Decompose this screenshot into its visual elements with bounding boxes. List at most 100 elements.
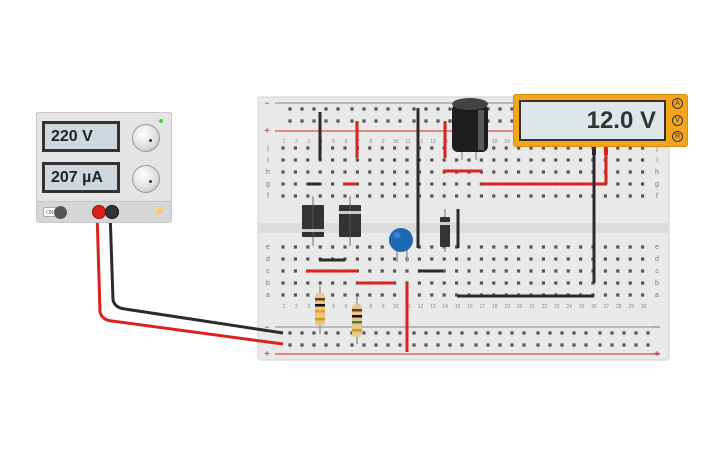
- breadboard-hole[interactable]: [393, 194, 397, 198]
- breadboard-hole[interactable]: [634, 343, 638, 347]
- breadboard-hole[interactable]: [628, 269, 632, 273]
- breadboard-hole[interactable]: [566, 170, 570, 174]
- breadboard-hole[interactable]: [293, 245, 297, 249]
- breadboard-hole[interactable]: [479, 257, 483, 261]
- breadboard-hole[interactable]: [634, 331, 638, 335]
- breadboard-hole[interactable]: [616, 170, 620, 174]
- breadboard-hole[interactable]: [517, 158, 521, 162]
- breadboard-hole[interactable]: [380, 245, 384, 249]
- breadboard-hole[interactable]: [424, 343, 428, 347]
- breadboard-hole[interactable]: [281, 194, 285, 198]
- breadboard-hole[interactable]: [368, 245, 372, 249]
- breadboard-hole[interactable]: [393, 170, 397, 174]
- breadboard-hole[interactable]: [628, 182, 632, 186]
- breadboard-hole[interactable]: [393, 269, 397, 273]
- breadboard-hole[interactable]: [603, 281, 607, 285]
- breadboard-hole[interactable]: [374, 343, 378, 347]
- voltage-knob[interactable]: [132, 124, 160, 152]
- breadboard-hole[interactable]: [343, 194, 347, 198]
- breadboard-hole[interactable]: [393, 257, 397, 261]
- breadboard-hole[interactable]: [554, 257, 558, 261]
- breadboard-hole[interactable]: [448, 331, 452, 335]
- breadboard-hole[interactable]: [281, 257, 285, 261]
- breadboard-hole[interactable]: [448, 107, 452, 111]
- red-supply-wire[interactable]: [95, 210, 284, 346]
- breadboard-hole[interactable]: [318, 194, 322, 198]
- breadboard-hole[interactable]: [560, 343, 564, 347]
- breadboard-hole[interactable]: [504, 194, 508, 198]
- breadboard-hole[interactable]: [300, 343, 304, 347]
- breadboard-hole[interactable]: [579, 257, 583, 261]
- breadboard-hole[interactable]: [579, 158, 583, 162]
- breadboard-hole[interactable]: [529, 146, 533, 150]
- breadboard-hole[interactable]: [380, 170, 384, 174]
- breadboard-hole[interactable]: [566, 269, 570, 273]
- breadboard-hole[interactable]: [417, 281, 421, 285]
- breadboard-hole[interactable]: [380, 269, 384, 273]
- breadboard-hole[interactable]: [529, 281, 533, 285]
- breadboard-hole[interactable]: [628, 170, 632, 174]
- breadboard-hole[interactable]: [616, 146, 620, 150]
- breadboard-hole[interactable]: [598, 331, 602, 335]
- breadboard-hole[interactable]: [610, 343, 614, 347]
- breadboard-hole[interactable]: [554, 146, 558, 150]
- breadboard-hole[interactable]: [641, 281, 645, 285]
- breadboard-hole[interactable]: [380, 257, 384, 261]
- breadboard-hole[interactable]: [442, 281, 446, 285]
- breadboard-hole[interactable]: [430, 146, 434, 150]
- breadboard-hole[interactable]: [442, 182, 446, 186]
- power-on-button[interactable]: ON: [43, 206, 67, 219]
- breadboard-hole[interactable]: [374, 107, 378, 111]
- breadboard-hole[interactable]: [417, 293, 421, 297]
- breadboard-hole[interactable]: [641, 146, 645, 150]
- breadboard-hole[interactable]: [343, 245, 347, 249]
- breadboard-hole[interactable]: [288, 119, 292, 123]
- breadboard-hole[interactable]: [641, 257, 645, 261]
- breadboard-hole[interactable]: [628, 293, 632, 297]
- breadboard-hole[interactable]: [628, 146, 632, 150]
- breadboard-hole[interactable]: [380, 293, 384, 297]
- breadboard-hole[interactable]: [442, 194, 446, 198]
- breadboard-hole[interactable]: [318, 182, 322, 186]
- breadboard-hole[interactable]: [510, 331, 514, 335]
- breadboard-hole[interactable]: [510, 343, 514, 347]
- breadboard-hole[interactable]: [405, 158, 409, 162]
- breadboard-hole[interactable]: [579, 245, 583, 249]
- breadboard-hole[interactable]: [355, 170, 359, 174]
- breadboard-hole[interactable]: [467, 194, 471, 198]
- breadboard-hole[interactable]: [306, 194, 310, 198]
- breadboard-hole[interactable]: [331, 281, 335, 285]
- breadboard-hole[interactable]: [293, 269, 297, 273]
- breadboard-hole[interactable]: [641, 194, 645, 198]
- breadboard-hole[interactable]: [572, 331, 576, 335]
- breadboard-hole[interactable]: [641, 293, 645, 297]
- breadboard-hole[interactable]: [616, 194, 620, 198]
- breadboard-hole[interactable]: [368, 293, 372, 297]
- breadboard-hole[interactable]: [504, 281, 508, 285]
- breadboard-hole[interactable]: [498, 343, 502, 347]
- breadboard-hole[interactable]: [355, 269, 359, 273]
- breadboard-hole[interactable]: [281, 269, 285, 273]
- breadboard-hole[interactable]: [474, 331, 478, 335]
- breadboard-hole[interactable]: [492, 257, 496, 261]
- breadboard-hole[interactable]: [293, 194, 297, 198]
- breadboard-hole[interactable]: [318, 281, 322, 285]
- breadboard-hole[interactable]: [517, 257, 521, 261]
- breadboard-hole[interactable]: [603, 194, 607, 198]
- breadboard-hole[interactable]: [412, 119, 416, 123]
- breadboard-hole[interactable]: [318, 170, 322, 174]
- breadboard-hole[interactable]: [288, 343, 292, 347]
- diode[interactable]: [302, 196, 324, 246]
- current-knob[interactable]: [132, 165, 160, 193]
- breadboard-hole[interactable]: [622, 331, 626, 335]
- breadboard-hole[interactable]: [554, 194, 558, 198]
- breadboard-hole[interactable]: [479, 182, 483, 186]
- breadboard-hole[interactable]: [386, 119, 390, 123]
- breadboard-hole[interactable]: [460, 343, 464, 347]
- breadboard-hole[interactable]: [374, 119, 378, 123]
- breadboard-hole[interactable]: [281, 170, 285, 174]
- breadboard-hole[interactable]: [492, 194, 496, 198]
- breadboard-hole[interactable]: [412, 107, 416, 111]
- breadboard-hole[interactable]: [368, 269, 372, 273]
